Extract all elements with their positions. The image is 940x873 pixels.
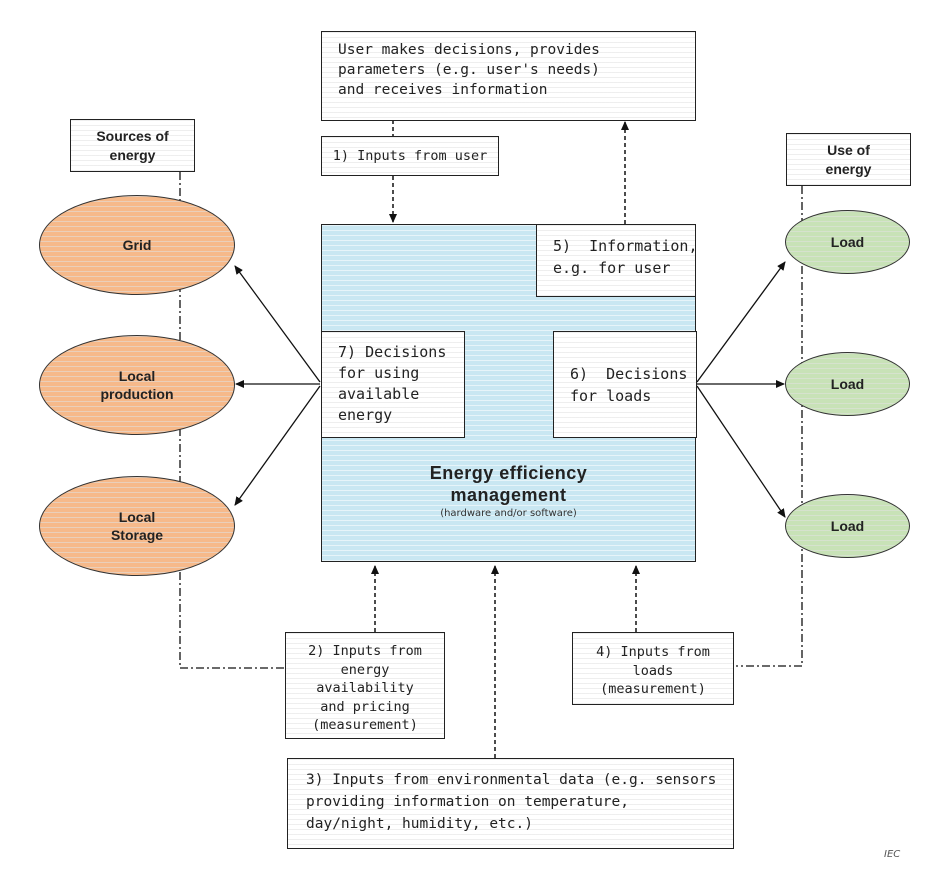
- decision-to-load3-arrow: [696, 385, 786, 518]
- user-decisions-box: User makes decisions, provides parameter…: [321, 31, 696, 121]
- eem-title-line: management: [450, 485, 567, 505]
- source-storage-label: Storage: [110, 527, 164, 543]
- eem-subtitle: (hardware and/or software): [440, 508, 577, 519]
- sources-measurement-line: [179, 172, 284, 669]
- inputs-environmental-box: 3) Inputs from environmental data (e.g. …: [287, 758, 734, 849]
- eem-title: Energy efficiency management: [321, 462, 696, 506]
- decision-to-grid-arrow: [234, 265, 321, 383]
- load-2: Load: [785, 352, 910, 416]
- load-3-label: Load: [830, 518, 865, 534]
- decisions-loads-line: for loads: [570, 387, 652, 405]
- decisions-loads-line: 6) Decisions: [570, 365, 688, 383]
- source-grid-label: Grid: [122, 237, 152, 253]
- source-production-label: production: [100, 386, 174, 402]
- inputs-env-line: 3) Inputs from environmental data (e.g. …: [306, 772, 717, 788]
- source-grid: Grid: [39, 195, 235, 295]
- inputs-energy-line: energy: [340, 661, 390, 678]
- inputs-env-line: providing information on temperature,: [306, 794, 630, 810]
- source-local-storage: Local Storage: [39, 476, 235, 576]
- sources-header-line: energy: [109, 147, 156, 163]
- inputs-energy-line: availability: [316, 680, 414, 696]
- inputs-energy-line: and pricing: [320, 698, 410, 715]
- decisions-energy-box: 7) Decisions for using available energy: [321, 331, 465, 438]
- sources-header-line: Sources of: [96, 128, 169, 144]
- source-local-production: Local production: [39, 335, 235, 435]
- user-box-line: and receives information: [338, 82, 548, 98]
- inputs-from-user-box: 1) Inputs from user: [321, 136, 499, 176]
- use-header-line: Use of: [827, 142, 870, 158]
- inputs-energy-line: (measurement): [312, 717, 418, 733]
- eem-title-line: Energy efficiency: [429, 463, 588, 483]
- decisions-energy-line: 7) Decisions: [338, 343, 447, 361]
- decisions-loads-box: 6) Decisions for loads: [553, 331, 697, 438]
- inputs-loads-line: 4) Inputs from: [596, 644, 710, 660]
- inputs-energy-line: 2) Inputs from: [308, 643, 422, 659]
- information-line: 5) Information,: [553, 237, 698, 255]
- decisions-energy-line: energy: [338, 406, 393, 424]
- decisions-energy-line: for using: [338, 364, 420, 382]
- decision-to-load1-arrow: [696, 261, 786, 383]
- inputs-loads-line: (measurement): [600, 681, 706, 697]
- information-box: 5) Information, e.g. for user: [536, 224, 698, 297]
- inputs-loads-line: loads: [632, 662, 674, 679]
- information-line: e.g. for user: [553, 259, 671, 277]
- inputs-env-line: day/night, humidity, etc.): [306, 816, 533, 832]
- use-of-energy-header: Use of energy: [786, 133, 911, 186]
- load-3: Load: [785, 494, 910, 558]
- decision-to-storage-arrow: [234, 385, 321, 506]
- inputs-energy-box: 2) Inputs from energy availability and p…: [285, 632, 445, 739]
- load-1: Load: [785, 210, 910, 274]
- sources-of-energy-header: Sources of energy: [70, 119, 195, 172]
- source-production-label: Local: [118, 368, 156, 384]
- iec-mark: IEC: [884, 849, 901, 860]
- inputs-loads-box: 4) Inputs from loads (measurement): [572, 632, 734, 705]
- inputs-from-user-label: 1) Inputs from user: [332, 148, 488, 164]
- source-storage-label: Local: [118, 509, 156, 525]
- user-box-line: parameters (e.g. user's needs): [338, 62, 600, 78]
- user-box-line: User makes decisions, provides: [338, 42, 600, 58]
- load-1-label: Load: [830, 234, 865, 250]
- decisions-energy-line: available: [338, 385, 420, 403]
- loads-measurement-line: [736, 186, 803, 667]
- use-header-line: energy: [825, 161, 872, 177]
- load-2-label: Load: [830, 376, 865, 392]
